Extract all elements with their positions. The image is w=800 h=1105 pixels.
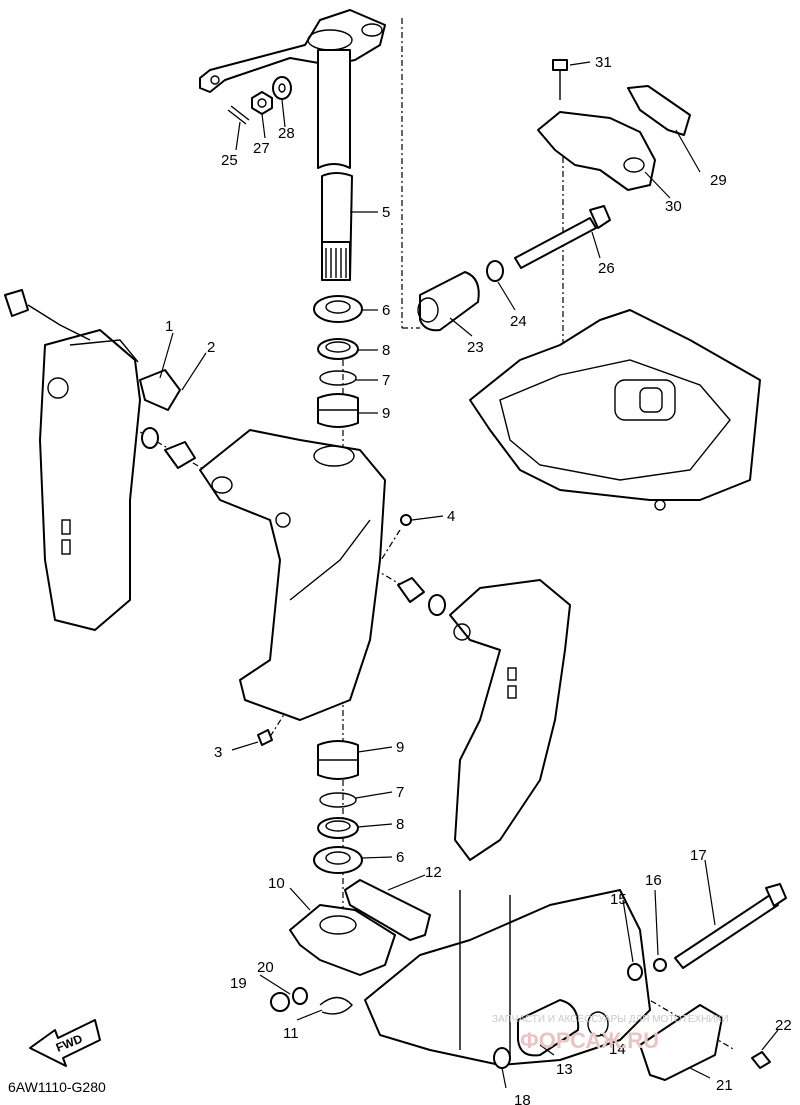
- swivel-bracket: [199, 429, 386, 721]
- diagram-code: 6AW1110-G280: [8, 1079, 106, 1095]
- callout-11: 11: [283, 1025, 299, 1042]
- right-clamp-bracket: [449, 579, 571, 861]
- lower-case: [469, 309, 761, 511]
- callout-31: 31: [595, 54, 612, 71]
- callout-24: 24: [510, 313, 527, 330]
- callout-2: 2: [207, 339, 215, 356]
- callout-8-lower: 8: [396, 816, 404, 833]
- lower-bushing-stack: [313, 740, 363, 874]
- callout-23: 23: [467, 339, 484, 356]
- callout-20: 20: [257, 959, 274, 976]
- fwd-arrow: FWD: [29, 1019, 101, 1067]
- leader-lines: [159, 61, 779, 1089]
- callout-6: 6: [382, 302, 390, 319]
- callout-13: 13: [556, 1061, 573, 1078]
- pivot-bushing: [257, 514, 446, 746]
- callout-6-lower: 6: [396, 849, 404, 866]
- callout-27: 27: [253, 140, 270, 157]
- steering-arm: [199, 9, 386, 93]
- bottom-housing: [364, 883, 787, 1081]
- callout-1: 1: [165, 318, 173, 335]
- callout-12: 12: [425, 864, 442, 881]
- upper-mount-bracket: [537, 59, 691, 191]
- callout-17: 17: [690, 847, 707, 864]
- callout-30: 30: [665, 198, 682, 215]
- callout-19: 19: [230, 975, 247, 992]
- watermark: ЗАПЧАСТИ И АКСЕССУАРЫ ДЛЯ МОТОТЕХНИКИ ФО…: [492, 1014, 729, 1053]
- callout-3: 3: [214, 744, 222, 761]
- callout-22: 22: [775, 1017, 792, 1034]
- callout-labels: 1 2 3 4 5 6 7 8 9 10 11 12 13 14 15 16 1…: [165, 54, 792, 1105]
- callout-10: 10: [268, 875, 285, 892]
- lower-mount-assembly: [270, 879, 431, 1015]
- callout-16: 16: [645, 872, 662, 889]
- callout-18: 18: [514, 1092, 531, 1105]
- steering-shaft: [317, 49, 353, 281]
- watermark-tagline: ЗАПЧАСТИ И АКСЕССУАРЫ ДЛЯ МОТОТЕХНИКИ: [492, 1014, 729, 1025]
- callout-7-lower: 7: [396, 784, 404, 801]
- mount-bolt-and-damper: [417, 205, 611, 332]
- callout-21: 21: [716, 1077, 733, 1094]
- callout-25: 25: [221, 152, 238, 169]
- callout-7: 7: [382, 372, 390, 389]
- callout-9: 9: [382, 405, 390, 422]
- upper-bushing-stack: [313, 295, 363, 428]
- callout-26: 26: [598, 260, 615, 277]
- watermark-brand: ФОРСАЖ.RU: [520, 1028, 659, 1053]
- left-clamp-bracket: [4, 289, 196, 631]
- callout-15: 15: [610, 891, 627, 908]
- callout-14: 14: [609, 1041, 626, 1058]
- callout-8: 8: [382, 342, 390, 359]
- callout-28: 28: [278, 125, 295, 142]
- callout-5: 5: [382, 204, 390, 221]
- callout-29: 29: [710, 172, 727, 189]
- callout-4: 4: [447, 508, 455, 525]
- cotter-pin-nut-washer: [227, 76, 292, 125]
- callout-9-lower: 9: [396, 739, 404, 756]
